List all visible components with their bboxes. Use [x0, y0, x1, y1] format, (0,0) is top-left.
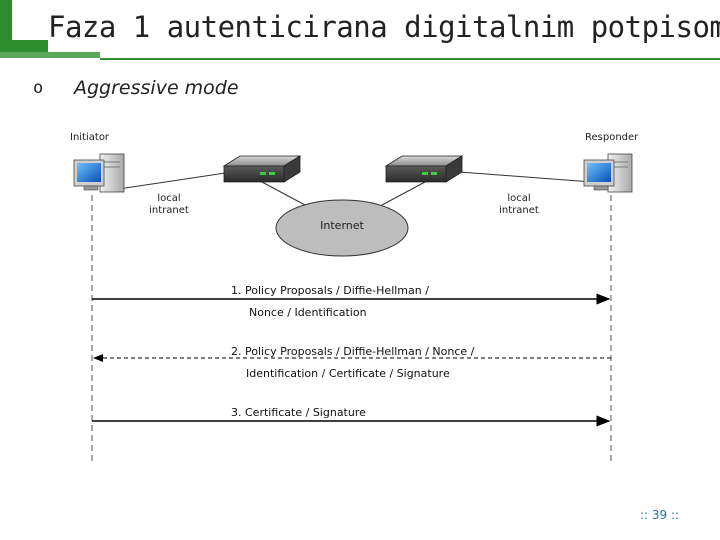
left-network-label-line-2: intranet	[149, 205, 189, 216]
internet-cloud	[275, 199, 409, 257]
internet-cloud-label: Internet	[320, 219, 364, 232]
subtitle: Aggressive mode	[74, 77, 239, 99]
title-corner-block	[0, 0, 12, 52]
initiator-computer-icon	[73, 153, 125, 193]
message-3-line-1: 3. Certificate / Signature	[231, 406, 366, 419]
left-network-label: local intranet	[138, 193, 200, 217]
message-2-line-2: Identification / Certificate / Signature	[246, 367, 450, 380]
right-network-label-line-2: intranet	[499, 205, 539, 216]
responder-computer-icon	[583, 153, 633, 193]
left-router-icon	[222, 155, 302, 183]
initiator-label: Initiator	[70, 132, 110, 143]
left-router-to-cloud-link	[261, 181, 306, 206]
right-network-label: local intranet	[488, 193, 550, 217]
right-network-label-line-1: local	[507, 193, 531, 204]
right-router-icon	[384, 155, 464, 183]
title-corner-accent	[12, 40, 48, 52]
left-network-label-line-1: local	[157, 193, 181, 204]
right-router-to-cloud-link	[381, 181, 426, 206]
page-title: Faza 1 autenticirana digitalnim potpisom	[48, 10, 720, 44]
right-pc-to-router-link	[459, 171, 593, 183]
message-2-line-1: 2. Policy Proposals / Diffie-Hellman / N…	[231, 345, 475, 358]
message-1-line-1: 1. Policy Proposals / Diffie-Hellman /	[231, 284, 429, 297]
left-pc-to-router-link	[111, 171, 233, 191]
page-number: :: 39 ::	[640, 508, 680, 522]
responder-label: Responder	[585, 132, 639, 143]
title-underline	[100, 58, 720, 60]
message-1-line-2: Nonce / Identification	[249, 306, 367, 319]
bullet-marker: o	[33, 78, 44, 98]
title-corner-accent-2	[0, 52, 100, 58]
